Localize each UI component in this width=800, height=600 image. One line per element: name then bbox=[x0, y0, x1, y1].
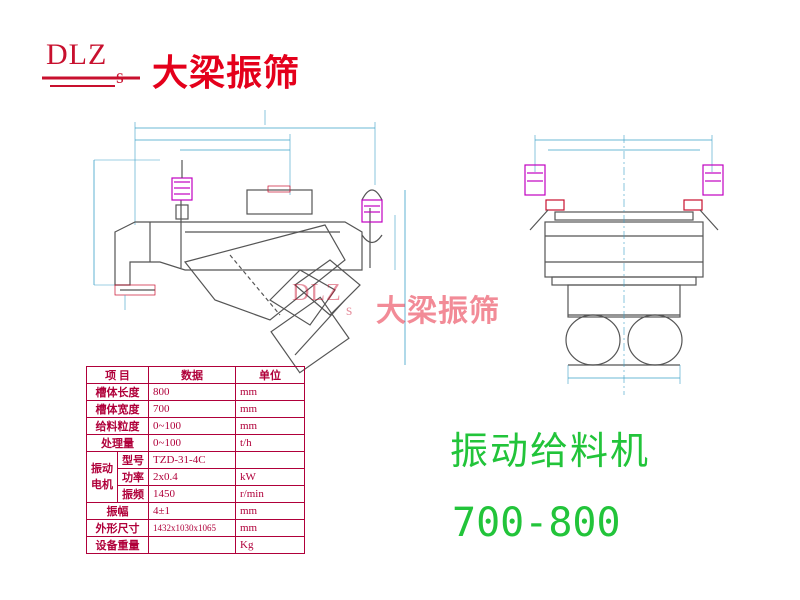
row-label: 槽体长度 bbox=[86, 383, 149, 401]
row-unit: kW bbox=[235, 468, 305, 486]
table-row: 功率 2x0.4 kW bbox=[87, 468, 305, 486]
motor-group-label: 振动电机 bbox=[86, 451, 118, 503]
watermark-initials: DLZ bbox=[292, 280, 342, 306]
row-value: 4±1 bbox=[148, 502, 236, 520]
header-item: 项 目 bbox=[86, 366, 149, 384]
row-value: TZD-31-4C bbox=[148, 451, 236, 469]
row-label: 设备重量 bbox=[86, 536, 149, 554]
row-label: 外形尺寸 bbox=[86, 519, 149, 537]
row-label: 给料粒度 bbox=[86, 417, 149, 435]
row-unit bbox=[235, 451, 305, 469]
table-row: 槽体长度 800 mm bbox=[86, 383, 305, 401]
side-view bbox=[93, 110, 406, 374]
row-unit: mm bbox=[235, 417, 305, 435]
logo-sub: s bbox=[116, 66, 124, 88]
table-row: 槽体宽度 700 mm bbox=[86, 400, 305, 418]
header-value: 数据 bbox=[148, 366, 236, 384]
spec-table: 项 目 数据 单位 槽体长度 800 mm 槽体宽度 700 mm 给料粒度 0… bbox=[86, 366, 305, 554]
watermark-name: 大梁振筛 bbox=[376, 294, 500, 329]
row-value: 2x0.4 bbox=[148, 468, 236, 486]
logo-underline-mark bbox=[42, 76, 140, 87]
table-row: 给料粒度 0~100 mm bbox=[86, 417, 305, 435]
row-unit: mm bbox=[235, 383, 305, 401]
row-unit: r/min bbox=[235, 485, 305, 503]
brand-name: 大梁振筛 bbox=[152, 53, 301, 94]
row-label: 槽体宽度 bbox=[86, 400, 149, 418]
row-unit: mm bbox=[235, 519, 305, 537]
row-value: 1450 bbox=[148, 485, 236, 503]
row-label: 振幅 bbox=[86, 502, 149, 520]
logo-initials: DLZ bbox=[46, 38, 108, 71]
row-value: 0~100 bbox=[148, 417, 236, 435]
table-row: 处理量 0~100 t/h bbox=[86, 434, 305, 452]
watermark-logo: DLZ s 大梁振筛 bbox=[286, 280, 526, 340]
row-value: 1432x1030x1065 bbox=[148, 519, 236, 537]
row-label: 处理量 bbox=[86, 434, 149, 452]
row-unit: mm bbox=[235, 400, 305, 418]
end-view bbox=[524, 135, 724, 395]
table-header-row: 项 目 数据 单位 bbox=[86, 366, 305, 384]
header-unit: 单位 bbox=[235, 366, 305, 384]
row-label: 型号 bbox=[117, 451, 149, 469]
product-model: 700-800 bbox=[452, 500, 621, 546]
row-label: 功率 bbox=[117, 468, 149, 486]
row-value: 0~100 bbox=[148, 434, 236, 452]
row-value bbox=[148, 536, 236, 554]
row-unit: t/h bbox=[235, 434, 305, 452]
row-unit: Kg bbox=[235, 536, 305, 554]
watermark-sub: s bbox=[346, 302, 353, 319]
table-row: 设备重量 Kg bbox=[86, 536, 305, 554]
table-row: 振动电机 型号 TZD-31-4C bbox=[86, 451, 305, 503]
product-title: 振动给料机 bbox=[450, 429, 651, 473]
table-row: 外形尺寸 1432x1030x1065 mm bbox=[86, 519, 305, 537]
row-value: 700 bbox=[148, 400, 236, 418]
row-value: 800 bbox=[148, 383, 236, 401]
table-row: 振幅 4±1 mm bbox=[86, 502, 305, 520]
row-unit: mm bbox=[235, 502, 305, 520]
table-row: 振频 1450 r/min bbox=[87, 485, 305, 503]
brand-logo: DLZ s 大梁振筛 bbox=[40, 38, 320, 98]
row-label: 振频 bbox=[117, 485, 149, 503]
